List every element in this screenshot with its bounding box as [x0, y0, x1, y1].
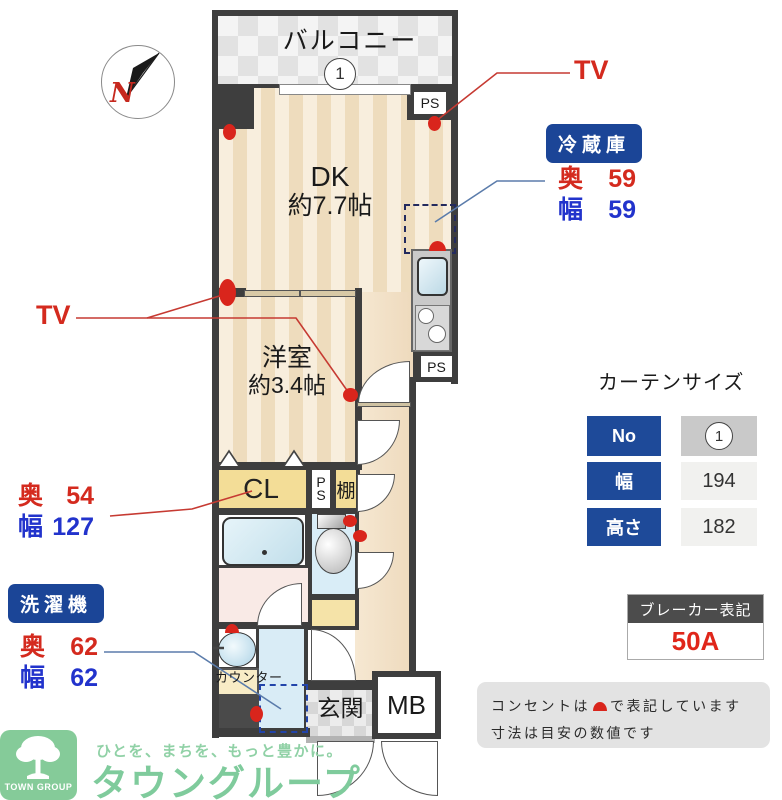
entrance-door-arc-right	[381, 741, 438, 796]
notes-outlet-pre: コンセントは	[491, 698, 590, 714]
curtain-row-height-value: 182	[681, 508, 757, 546]
sliding-door-split	[299, 290, 301, 297]
wall-youshitsu-right	[355, 288, 362, 470]
youshitsu-label: 洋室 約3.4帖	[217, 344, 357, 398]
ps-top: PS	[414, 92, 446, 114]
youshitsu-name: 洋室	[261, 344, 312, 372]
logo-tagline: ひとを、まちを、もっと豊かに。	[96, 743, 344, 760]
wall-right-lower	[409, 377, 416, 679]
outlet-washer	[250, 706, 263, 722]
closet-width-value: 127	[52, 513, 94, 542]
breaker-value: 50A	[671, 625, 720, 656]
closet-label: CL	[243, 473, 279, 504]
toilet-bowl	[315, 528, 352, 574]
washer-dims: 奥 62 幅 62	[20, 632, 98, 695]
counter-label: カウンター	[215, 670, 283, 685]
washer-width-label: 幅	[20, 664, 46, 693]
wall-left	[212, 88, 219, 738]
tv-label-top: TV	[574, 55, 609, 85]
closet-width-label: 幅	[18, 513, 44, 542]
washbasin-bowl	[218, 632, 256, 667]
fridge-depth-value: 59	[608, 165, 636, 193]
tv-label-left: TV	[36, 300, 71, 330]
curtain-title: カーテンサイズ	[598, 372, 745, 394]
breaker-box: ブレーカー表記 50A	[627, 594, 764, 660]
ps-vertical-p: P	[316, 473, 326, 490]
stove-burner-1	[418, 308, 434, 324]
dk-name: DK	[310, 161, 350, 192]
curtain-row-no-header: No	[587, 416, 661, 456]
ps-mid-label: PS	[427, 358, 446, 375]
ps-top-label: PS	[420, 95, 440, 111]
curtain-row-height-header: 高さ	[587, 508, 661, 546]
closet-dims: 奥 54 幅 127	[18, 481, 94, 544]
outlet-toilet-1	[343, 515, 357, 527]
curtain-no-value-text: 1	[714, 427, 724, 445]
fridge-dims: 奥 59 幅 59	[558, 164, 636, 227]
outlet-tv-divider	[219, 279, 236, 306]
fridge-width-value: 59	[608, 196, 636, 225]
outlet-fridge	[429, 241, 446, 251]
fridge-depth-label: 奥	[558, 165, 584, 193]
youshitsu-door-leaf	[357, 402, 411, 407]
toilet-cabinet	[308, 596, 359, 630]
balcony-window-number: 1	[324, 58, 356, 90]
curtain-row-width-value: 194	[681, 462, 757, 500]
bathtub	[222, 517, 304, 566]
notes-line1: コンセントは で表記しています	[491, 693, 756, 720]
wall-hall-genkan	[306, 680, 413, 687]
tree-icon	[16, 736, 60, 779]
ps-vertical: P S	[308, 466, 334, 512]
closet-depth-value: 54	[66, 482, 94, 510]
notes-box: コンセントは で表記しています 寸法は目安の数値です	[477, 682, 770, 748]
genkan	[306, 685, 375, 737]
breaker-title: ブレーカー表記	[628, 595, 763, 623]
compass	[101, 45, 175, 119]
compass-north-label: N	[110, 78, 135, 109]
shelf: 棚	[332, 466, 360, 512]
closet-depth-label: 奥	[18, 482, 44, 510]
fridge-badge: 冷蔵庫	[546, 124, 643, 163]
wall-youshitsu-bottom	[212, 462, 362, 469]
logo-name: タウングループ	[91, 763, 362, 800]
shelf-label: 棚	[336, 480, 356, 502]
wall-pillar	[212, 88, 254, 129]
washer-width-value: 62	[70, 664, 98, 693]
toilet-tank	[317, 514, 346, 529]
youshitsu-size: 約3.4帖	[248, 371, 326, 398]
logo-mark: TOWN GROUP	[0, 730, 77, 800]
outlet-washbasin	[225, 624, 239, 633]
ps-vertical-s: S	[316, 487, 326, 503]
meter-box-label: MB	[387, 689, 426, 720]
curtain-row-no-value: 1	[681, 416, 757, 456]
kitchen-sink	[417, 257, 448, 296]
ps-mid: PS	[421, 356, 452, 377]
notes-line2: 寸法は目安の数値です	[491, 724, 656, 741]
genkan-step	[306, 736, 375, 743]
genkan-label: 玄関	[317, 695, 364, 721]
fridge-width-label: 幅	[558, 196, 584, 225]
washer-badge: 洗濯機	[8, 584, 105, 623]
outlet-dk-topleft	[223, 124, 236, 140]
logo-box-text: TOWN GROUP	[4, 782, 73, 792]
washer-spot	[259, 684, 308, 733]
notes-outlet-post: で表記しています	[610, 698, 742, 714]
outlet-legend-icon	[593, 702, 607, 711]
balcony-label: バルコニー	[282, 27, 418, 55]
balcony-window-number-text: 1	[335, 64, 345, 83]
outlet-tv-top	[428, 116, 441, 131]
dk-size: 約7.7帖	[287, 191, 373, 220]
stove-burner-2	[428, 325, 446, 343]
vestibule-door-arc	[311, 629, 356, 681]
bathtub-drain	[262, 550, 267, 555]
meter-box: MB	[372, 671, 441, 739]
washer-depth-value: 62	[70, 633, 98, 661]
dk-label: DK 約7.7帖	[250, 161, 410, 220]
curtain-row-width-header: 幅	[587, 462, 661, 500]
washer-depth-label: 奥	[20, 633, 46, 661]
closet: CL	[212, 466, 310, 512]
outlet-toilet-2	[353, 530, 367, 542]
